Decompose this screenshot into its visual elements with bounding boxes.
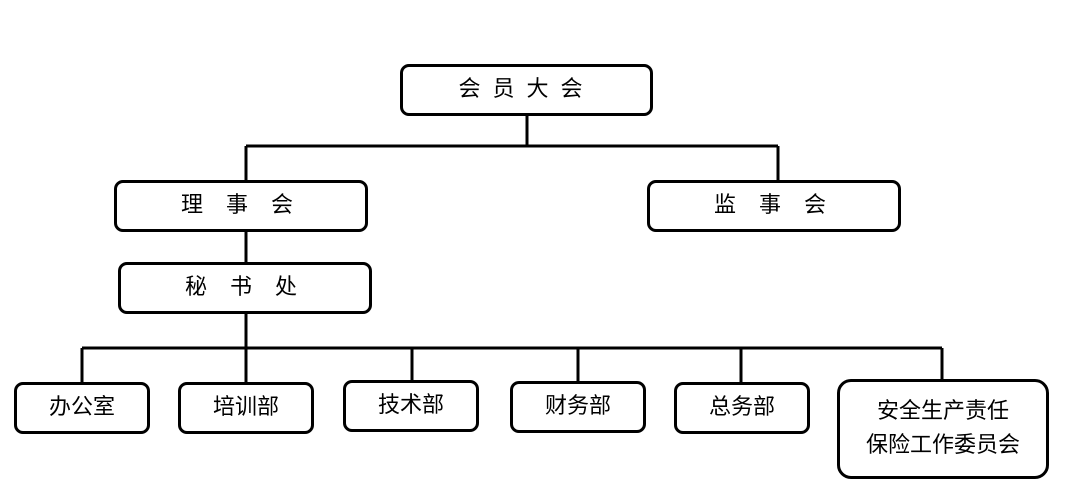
node-label: 技术部 bbox=[377, 393, 444, 418]
node-council: 理 事 会 bbox=[114, 180, 368, 232]
node-supervisors: 监 事 会 bbox=[647, 180, 901, 232]
node-label: 监 事 会 bbox=[714, 193, 834, 218]
node-label: 会员大会 bbox=[458, 77, 595, 102]
node-label: 总务部 bbox=[708, 395, 775, 420]
node-general-affairs: 总务部 bbox=[674, 382, 810, 434]
node-label: 培训部 bbox=[212, 395, 279, 420]
node-label: 秘 书 处 bbox=[185, 275, 305, 300]
node-finance: 财务部 bbox=[510, 381, 646, 433]
node-label: 理 事 会 bbox=[181, 193, 301, 218]
node-safety-insurance-committee: 安全生产责任 保险工作委员会 bbox=[837, 379, 1049, 479]
node-label: 办公室 bbox=[48, 395, 115, 420]
node-members-assembly: 会员大会 bbox=[400, 64, 653, 116]
node-secretariat: 秘 书 处 bbox=[118, 262, 372, 314]
node-training: 培训部 bbox=[178, 382, 314, 434]
node-label: 财务部 bbox=[544, 394, 611, 419]
node-label-line1: 安全生产责任 bbox=[876, 399, 1009, 424]
node-label-line2: 保险工作委员会 bbox=[865, 433, 1020, 458]
node-office: 办公室 bbox=[14, 382, 150, 434]
node-technology: 技术部 bbox=[343, 380, 479, 432]
